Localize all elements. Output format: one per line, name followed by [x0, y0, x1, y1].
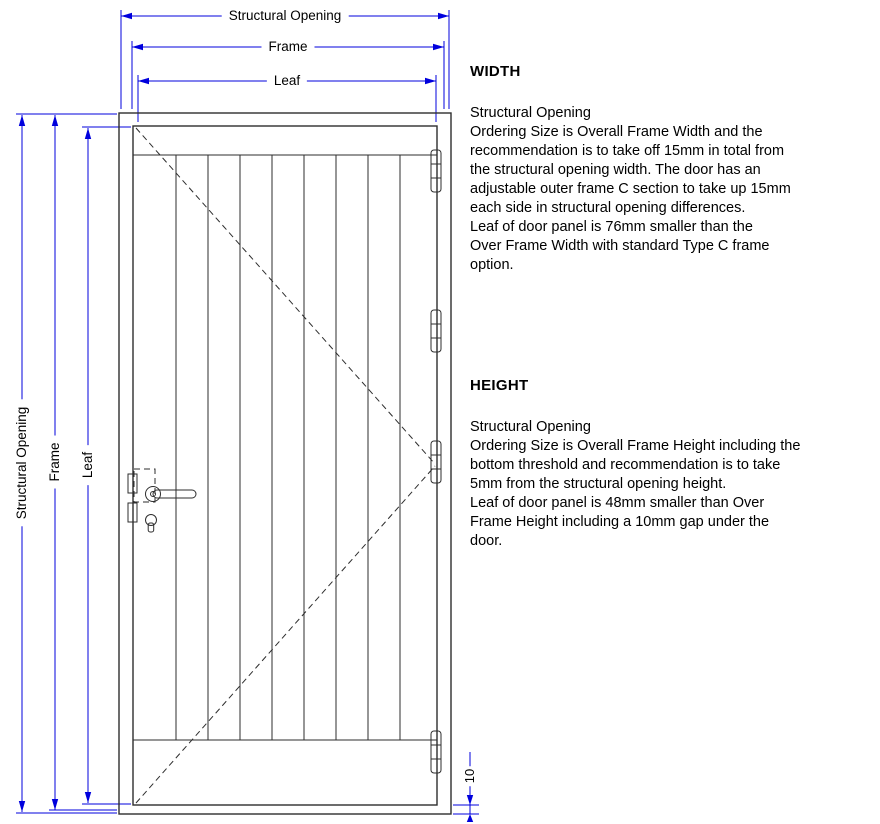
height-dimension-lines: [16, 113, 131, 814]
hinge-icon: [430, 309, 442, 353]
height-dim-label-structural-opening: Structural Opening: [14, 399, 30, 527]
hinge-icon: [430, 440, 442, 484]
bottom-gap-dim-label: 10: [462, 765, 478, 787]
height-notes: HEIGHT Structural Opening Ordering Size …: [470, 378, 880, 551]
door-frame: [118, 112, 452, 815]
door-swing-indicator: [135, 127, 436, 804]
height-heading: HEIGHT: [470, 377, 529, 394]
width-subheading: Structural Opening: [470, 105, 591, 121]
width-dim-label-frame: Frame: [261, 39, 315, 55]
gap-dimension-arrows: [466, 795, 474, 822]
width-dimension-lines: [120, 10, 450, 122]
width-dim-label-structural-opening: Structural Opening: [221, 8, 349, 24]
hinge-icon: [430, 149, 442, 193]
height-dim-label-frame: Frame: [47, 435, 63, 489]
hinge-icons: [430, 149, 442, 774]
hinge-icon: [430, 730, 442, 774]
width-dim-label-leaf: Leaf: [266, 73, 308, 89]
width-dimension-arrows: [121, 12, 449, 85]
width-notes: WIDTH Structural Opening Ordering Size i…: [470, 64, 880, 275]
width-heading: WIDTH: [470, 63, 521, 80]
height-dim-label-leaf: Leaf: [80, 444, 96, 486]
height-body-text: Ordering Size is Overall Frame Height in…: [470, 438, 801, 549]
height-dimension-arrows: [18, 115, 92, 812]
width-body-text: Ordering Size is Overall Frame Width and…: [470, 124, 791, 273]
door-leaf-panels: [133, 154, 437, 741]
door-handle-icon: [127, 468, 197, 533]
height-subheading: Structural Opening: [470, 419, 591, 435]
